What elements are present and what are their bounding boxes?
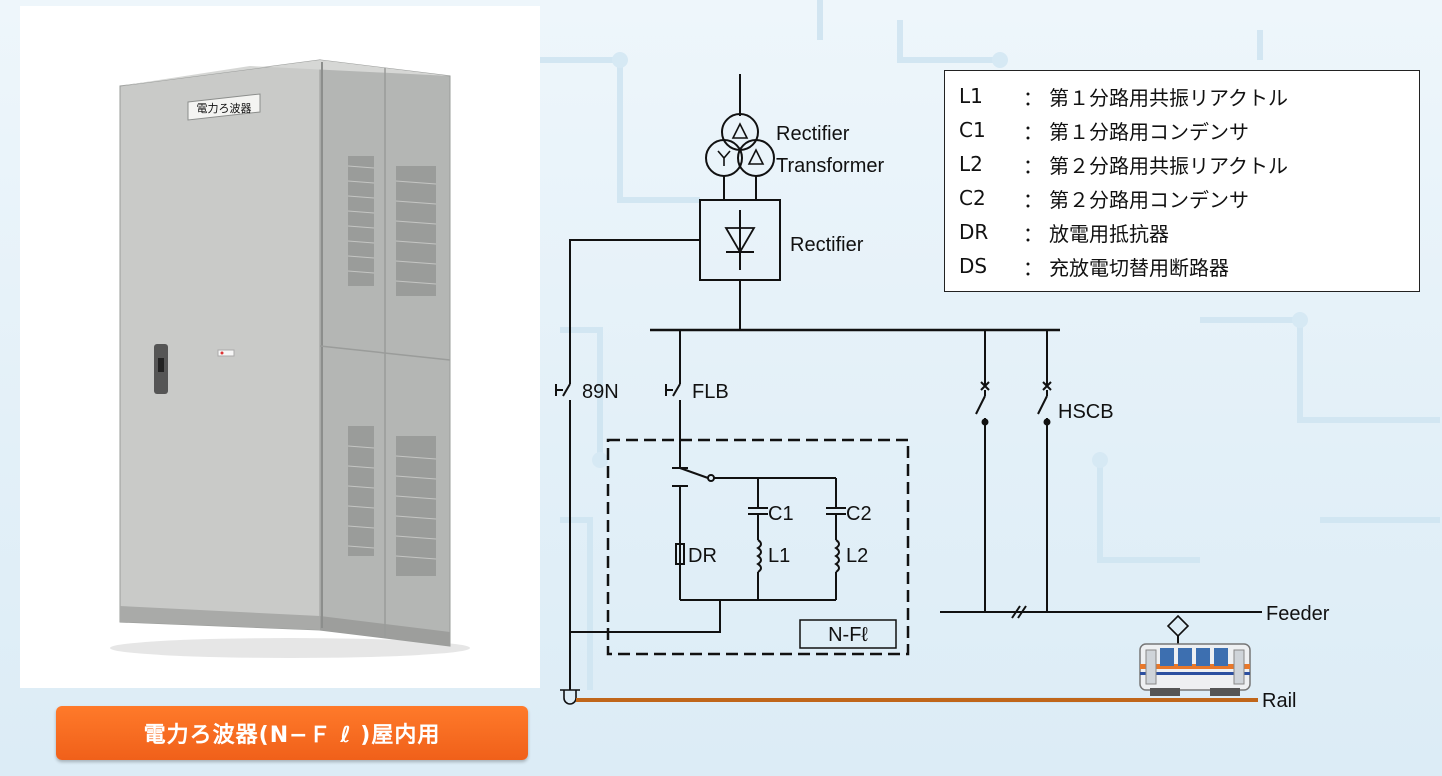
- legend-row: L2 ： 第２分路用共振リアクトル: [959, 147, 1288, 181]
- legend-code: C2: [959, 186, 986, 210]
- legend-row: DR ： 放電用抵抗器: [959, 215, 1169, 249]
- legend-row: C2 ： 第２分路用コンデンサ: [959, 181, 1249, 215]
- legend-code: DS: [959, 254, 988, 278]
- legend-sep: ：: [1023, 153, 1043, 178]
- legend-code: DR: [959, 220, 989, 244]
- legend-sep: ：: [1023, 85, 1043, 110]
- legend-code: L2: [959, 152, 983, 176]
- caption-text: 電力ろ波器(N−Ｆ ℓ )屋内用: [143, 723, 441, 748]
- legend-desc: 第１分路用共振リアクトル: [1049, 85, 1288, 110]
- legend-sep: ：: [1023, 119, 1043, 144]
- legend-desc: 第２分路用共振リアクトル: [1049, 153, 1288, 178]
- legend-box: L1 ： 第１分路用共振リアクトル C1 ： 第１分路用コンデンサ L2 ： 第…: [944, 70, 1420, 292]
- cabinet-illustration: 電力ろ波器: [110, 59, 470, 658]
- legend-sep: ：: [1023, 221, 1043, 246]
- cabinet-photo: 電力ろ波器: [20, 6, 540, 688]
- legend-desc: 放電用抵抗器: [1049, 221, 1169, 246]
- legend-desc: 第２分路用コンデンサ: [1049, 187, 1249, 212]
- legend-row: C1 ： 第１分路用コンデンサ: [959, 113, 1249, 147]
- legend-code: L1: [959, 84, 983, 108]
- legend-row: L1 ： 第１分路用共振リアクトル: [959, 79, 1288, 113]
- legend-code: C1: [959, 118, 986, 142]
- legend-desc: 第１分路用コンデンサ: [1049, 119, 1249, 144]
- caption-banner: 電力ろ波器(N−Ｆ ℓ )屋内用: [56, 706, 528, 760]
- cabinet-nameplate: 電力ろ波器: [197, 102, 252, 115]
- legend-desc: 充放電切替用断路器: [1049, 255, 1229, 280]
- legend-row: DS ： 充放電切替用断路器: [959, 249, 1229, 283]
- legend-sep: ：: [1023, 255, 1043, 280]
- legend-sep: ：: [1023, 187, 1043, 212]
